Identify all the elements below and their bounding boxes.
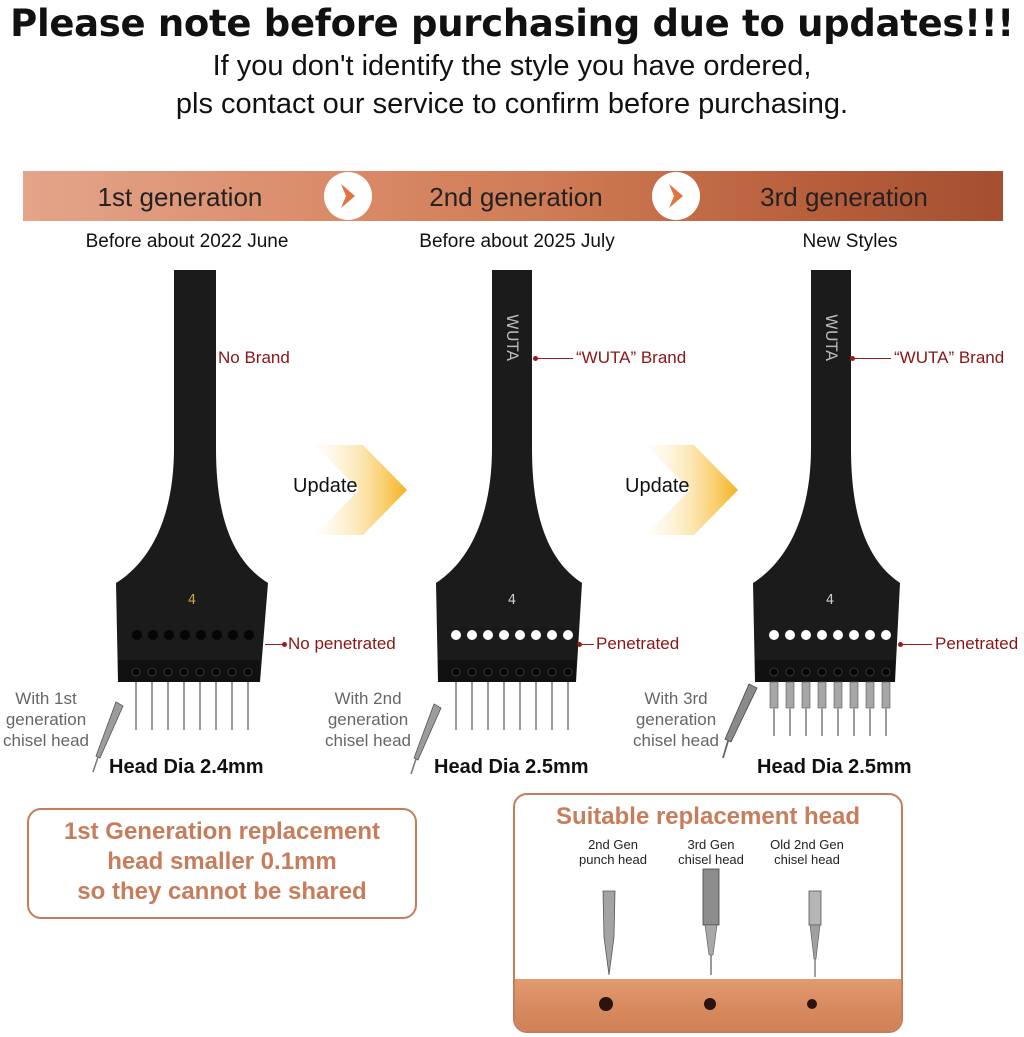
caption-line: generation [635, 710, 717, 729]
chisel-head-icon [722, 683, 758, 759]
size-number: 4 [826, 593, 834, 608]
punched-hole [704, 998, 716, 1010]
wuta-brand-mark: WUTA [503, 314, 522, 361]
replacement-head-label-1: 2nd Gen punch head [563, 837, 663, 867]
punch-tool-3rd-gen: WUTA 4 [753, 270, 900, 736]
size-number: 4 [188, 593, 196, 608]
caption-line: chisel head [2, 731, 89, 750]
hole-callout-1: No penetrated [288, 634, 396, 653]
subtitle-line-1: If you don't identify the style you have… [212, 50, 812, 82]
era-label-2: Before about 2025 July [419, 231, 615, 252]
head-dia-2: Head Dia 2.5mm [434, 756, 589, 778]
punched-hole [807, 999, 817, 1009]
callout-dot [577, 642, 582, 647]
generation-label-2: 2nd generation [429, 182, 603, 212]
update-arrow-icon [315, 445, 407, 535]
chisel-head-icon [92, 701, 124, 773]
replacement-head-label-3: Old 2nd Gen chisel head [757, 837, 857, 867]
replacement-title: Suitable replacement head [555, 803, 861, 830]
callout-line [580, 644, 594, 645]
note-line-2: head smaller 0.1mm [107, 848, 337, 875]
callout-line [900, 644, 932, 645]
replacement-head-label-2: 3rd Gen chisel head [661, 837, 761, 867]
chevron-right-icon [324, 172, 372, 220]
update-label-2: Update [625, 475, 690, 497]
punch-tool-2nd-gen: WUTA 4 [436, 270, 582, 730]
note-line-1: 1st Generation replacement [63, 818, 381, 845]
caption-line: chisel head [632, 731, 719, 750]
callout-line [265, 644, 285, 645]
chisel-head-caption-1: With 1st generation chisel head [0, 688, 92, 751]
brand-callout-1: No Brand [218, 348, 290, 367]
update-label-1: Update [293, 475, 358, 497]
label-line: chisel head [678, 852, 744, 867]
label-line: 3rd Gen [687, 837, 735, 852]
caption-line: chisel head [324, 731, 411, 750]
era-label-1: Before about 2022 June [85, 231, 289, 252]
chisel-head-icon [410, 703, 442, 775]
head-dia-1: Head Dia 2.4mm [109, 756, 264, 778]
caption-line: generation [327, 710, 409, 729]
leather-sample [515, 979, 901, 1031]
hole-callout-3: Penetrated [935, 634, 1019, 653]
brand-callout-2: “WUTA” Brand [576, 348, 687, 367]
note-line-3: so they cannot be shared [77, 878, 367, 905]
chisel-head-caption-2: With 2nd generation chisel head [318, 688, 418, 751]
hole-callout-2: Penetrated [596, 634, 680, 653]
punched-hole [599, 997, 613, 1011]
label-line: chisel head [774, 852, 840, 867]
wuta-brand-mark: WUTA [822, 314, 841, 361]
caption-line: With 1st [15, 689, 77, 708]
chisel-head-icon [702, 868, 720, 975]
era-label-3: New Styles [802, 231, 898, 252]
head-dia-3: Head Dia 2.5mm [757, 756, 912, 778]
callout-dot [850, 356, 855, 361]
callout-line [853, 358, 891, 359]
label-line: Old 2nd Gen [770, 837, 844, 852]
brand-callout-3: “WUTA” Brand [894, 348, 1005, 367]
update-arrow-icon [646, 445, 738, 535]
callout-line [535, 358, 573, 359]
page-title: Please note before purchasing due to upd… [10, 2, 1014, 45]
caption-line: generation [5, 710, 87, 729]
label-line: 2nd Gen [588, 837, 638, 852]
punch-head-icon [602, 890, 616, 976]
chisel-head-icon [808, 890, 822, 977]
generation-label-3: 3rd generation [760, 182, 928, 212]
label-line: punch head [579, 852, 647, 867]
generation-label-1: 1st generation [97, 182, 263, 212]
replacement-head-box: Suitable replacement head 2nd Gen punch … [513, 793, 903, 1033]
caption-line: With 3rd [644, 689, 708, 708]
subtitle-line-2: pls contact our service to confirm befor… [175, 88, 849, 120]
chisel-head-caption-3: With 3rd generation chisel head [626, 688, 726, 751]
chevron-right-icon [652, 172, 700, 220]
caption-line: With 2nd [334, 689, 402, 708]
generation-banner [23, 171, 1003, 221]
compatibility-note-box: 1st Generation replacement head smaller … [27, 808, 417, 919]
punch-tool-1st-gen: 4 [116, 270, 268, 730]
size-number: 4 [508, 593, 516, 608]
